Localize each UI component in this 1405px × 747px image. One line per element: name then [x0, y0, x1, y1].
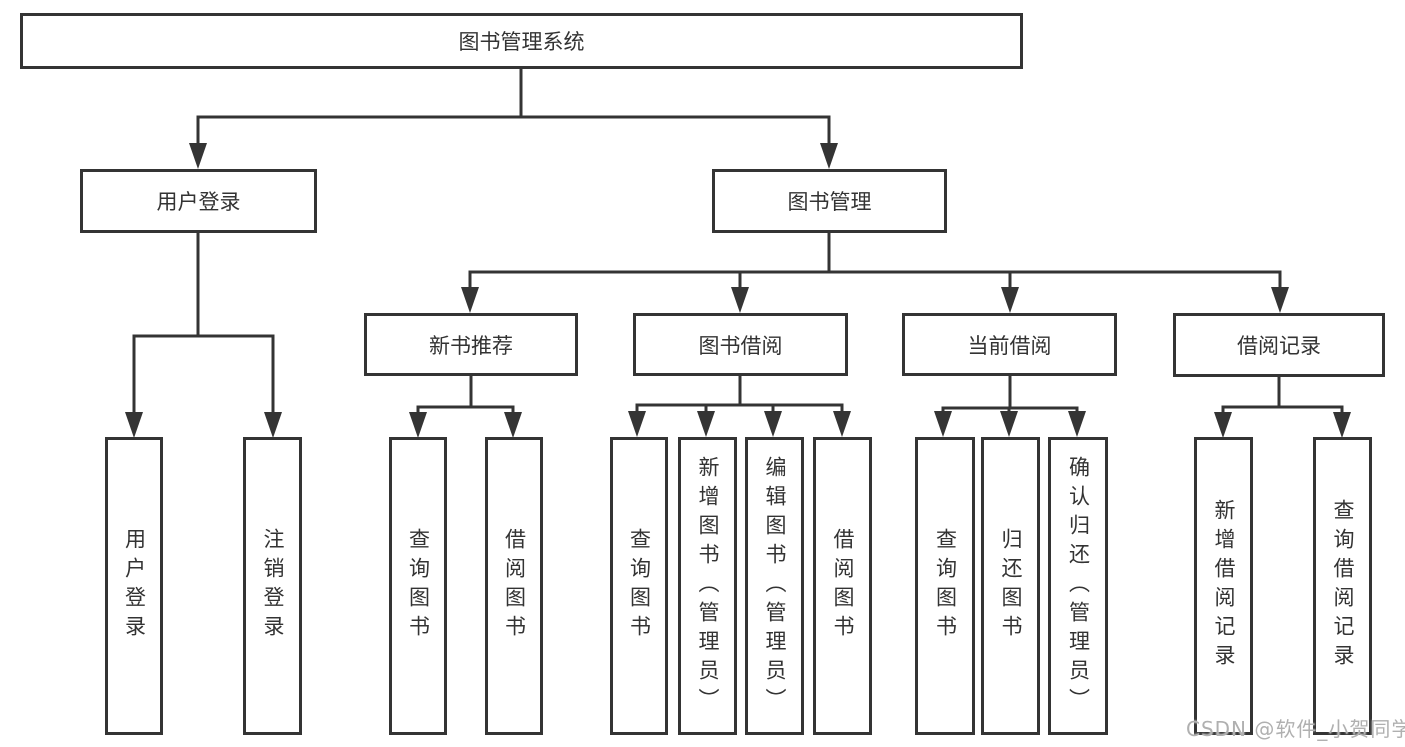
- connector-book-management-to-level3: [461, 233, 1289, 313]
- leaf-user-login: 用户登录: [105, 437, 163, 735]
- watermark: CSDN @软件_小贺同学: [1186, 717, 1405, 741]
- node-borrow-records: 借阅记录: [1173, 313, 1385, 377]
- connector-root-to-level2: [189, 69, 838, 169]
- branch-user-login: 用户登录: [80, 169, 317, 233]
- node-book-borrow: 图书借阅: [633, 313, 848, 376]
- connector-borrow-records-to-leaves: [1214, 377, 1351, 438]
- leaf-nbr-borrow-books: 借阅图书: [485, 437, 543, 735]
- node-new-book-recommend: 新书推荐: [364, 313, 578, 376]
- node-root: 图书管理系统: [20, 13, 1023, 69]
- connector-book-borrow-to-leaves: [628, 376, 851, 437]
- leaf-cb-return-books: 归还图书: [981, 437, 1040, 735]
- connector-user-login-to-leaves: [125, 233, 282, 438]
- leaf-bb-query-books: 查询图书: [610, 437, 668, 735]
- leaf-bb-borrow-books: 借阅图书: [813, 437, 872, 735]
- leaf-bb-add-books-admin: 新增图书（管理员）: [678, 437, 737, 735]
- leaf-bb-edit-books-admin: 编辑图书（管理员）: [745, 437, 804, 735]
- leaf-nbr-query-books: 查询图书: [389, 437, 447, 735]
- leaf-cb-query-books: 查询图书: [915, 437, 975, 735]
- leaf-logout: 注销登录: [243, 437, 302, 735]
- connector-new-book-recommend-to-leaves: [409, 376, 522, 438]
- leaf-br-add-record: 新增借阅记录: [1194, 437, 1253, 735]
- leaf-cb-confirm-return-admin: 确认归还（管理员）: [1048, 437, 1108, 735]
- branch-book-management: 图书管理: [712, 169, 947, 233]
- leaf-br-query-record: 查询借阅记录: [1313, 437, 1372, 735]
- connector-current-borrow-to-leaves: [934, 376, 1086, 437]
- node-current-borrow: 当前借阅: [902, 313, 1117, 376]
